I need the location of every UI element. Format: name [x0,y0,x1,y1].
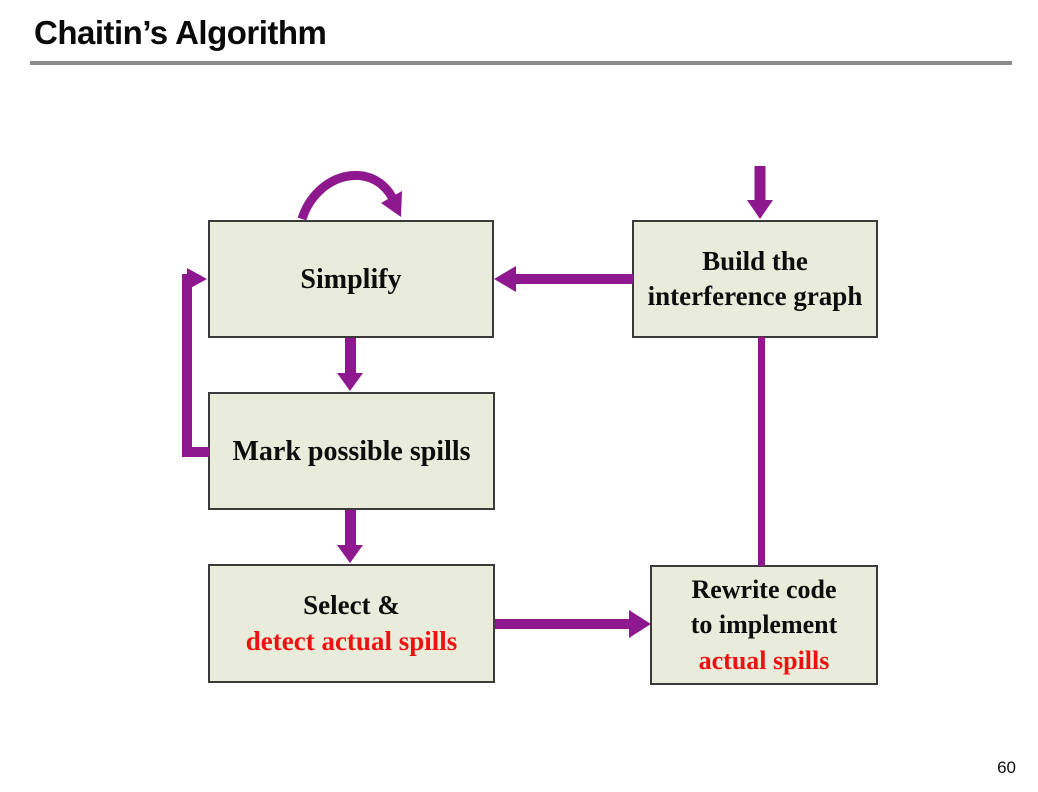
flow-box-select-line2: detect actual spills [245,625,458,656]
flow-box-build-interference-graph: Build the interference graph [632,220,878,338]
flow-box-select: Select & detect actual spills [208,564,495,683]
arrow-build-to-simplify-icon [494,266,633,292]
flow-box-rewrite-line3: actual spills [698,645,830,675]
arrow-simplify-self-loop-icon [297,170,402,221]
connector-rewrite-to-build-icon [758,337,765,566]
flow-box-simplify-label: Simplify [300,263,402,295]
flow-box-rewrite-code: Rewrite code to implement actual spills [650,565,878,685]
arrow-simplify-to-mark-icon [337,338,363,391]
flow-box-build-line1: Build the [702,245,808,276]
page-number: 60 [997,758,1016,777]
page-title: Chaitin’s Algorithm [34,14,327,51]
flow-box-mark-label: Mark possible spills [232,435,471,467]
flow-box-simplify: Simplify [208,220,494,338]
flow-box-rewrite-line1: Rewrite code [691,575,837,605]
flow-box-build-line2: interference graph [647,281,863,311]
title-underline [30,61,1012,65]
flow-box-mark-possible-spills: Mark possible spills [208,392,495,510]
flow-box-select-line1: Select & [303,590,400,621]
arrow-mark-to-select-icon [337,510,363,563]
arrow-select-to-rewrite-icon [495,610,651,638]
entry-arrow-icon [747,166,773,219]
arrow-mark-to-simplify-loop-icon [182,268,209,457]
flow-box-rewrite-line2: to implement [690,610,838,640]
